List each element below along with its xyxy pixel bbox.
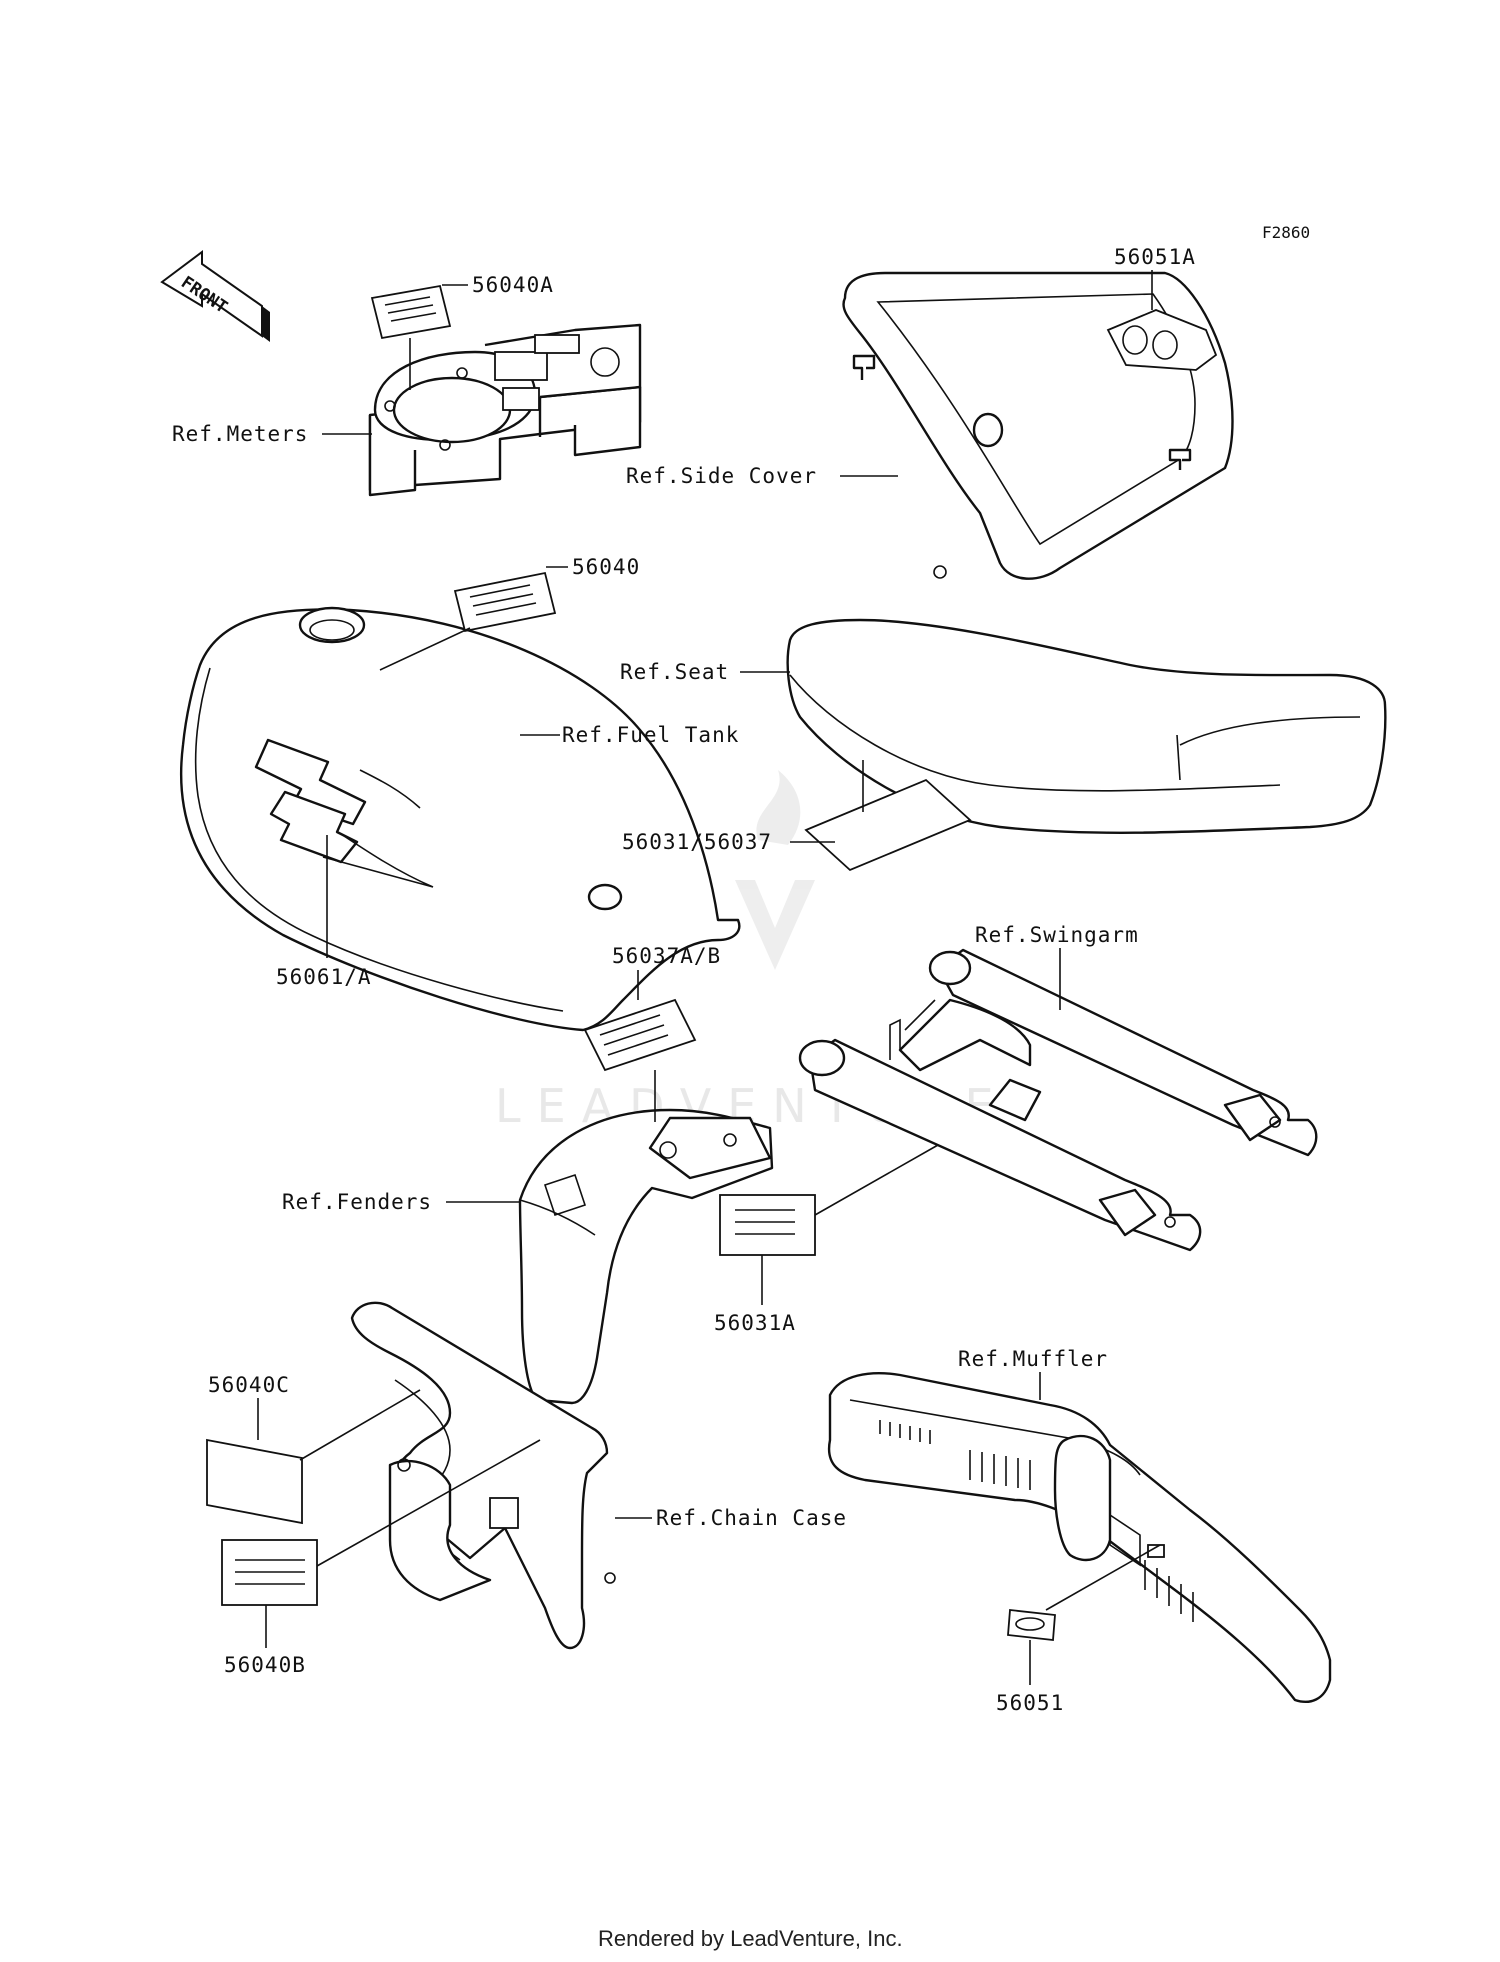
label-56061A: 56061/A <box>276 965 372 989</box>
fuel-tank-part <box>179 606 741 1032</box>
decal-56031A <box>719 1194 816 1256</box>
label-56051A: 56051A <box>1114 245 1196 269</box>
label-56040C: 56040C <box>208 1373 290 1397</box>
footer-credit: Rendered by LeadVenture, Inc. <box>598 1926 903 1951</box>
label-56040B: 56040B <box>224 1653 306 1677</box>
decal-56031-56037 <box>804 778 972 872</box>
label-ref-chain-case: Ref.Chain Case <box>656 1506 847 1530</box>
decal-56051 <box>1007 1609 1056 1641</box>
label-ref-muffler: Ref.Muffler <box>958 1347 1108 1371</box>
decal-56040C <box>206 1438 303 1525</box>
label-56040: 56040 <box>572 555 640 579</box>
label-ref-meters: Ref.Meters <box>172 422 308 446</box>
figure-code: F2860 <box>1262 223 1310 242</box>
label-56040A: 56040A <box>472 273 554 297</box>
meters-part <box>368 323 642 497</box>
label-56051: 56051 <box>996 1691 1064 1715</box>
decal-56051A <box>1106 309 1218 371</box>
label-ref-swingarm: Ref.Swingarm <box>975 923 1139 947</box>
swingarm-part <box>798 948 1318 1252</box>
label-ref-side-cover: Ref.Side Cover <box>626 464 817 488</box>
label-56031-56037: 56031/56037 <box>622 830 772 854</box>
front-arrow-icon: FRONT <box>160 250 270 342</box>
label-ref-fenders: Ref.Fenders <box>282 1190 432 1214</box>
label-ref-seat: Ref.Seat <box>620 660 729 684</box>
label-ref-fuel-tank: Ref.Fuel Tank <box>562 723 739 747</box>
decal-56040 <box>453 571 557 633</box>
label-56031A: 56031A <box>714 1311 796 1335</box>
decal-56037AB <box>583 998 697 1072</box>
decal-56040B <box>221 1539 318 1606</box>
muffler-part <box>827 1372 1332 1703</box>
decal-56040A <box>370 284 452 340</box>
fenders-part <box>518 1108 774 1405</box>
label-56037AB: 56037A/B <box>612 944 721 968</box>
chain-case-part <box>350 1301 616 1650</box>
